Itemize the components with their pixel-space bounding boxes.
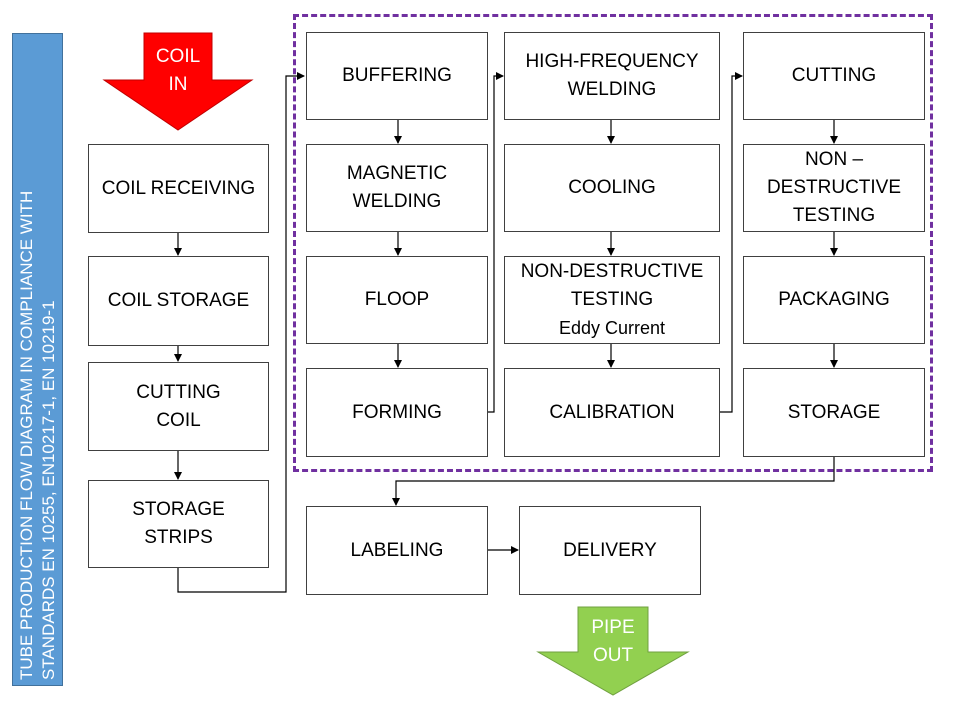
- connector: [488, 72, 504, 413]
- step-ndt-eddy-current: NON-DESTRUCTIVE TESTING Eddy Current: [504, 256, 720, 344]
- connector: [177, 72, 305, 593]
- pipe-out-label: PIPE OUT: [591, 617, 635, 666]
- diagram-title-bar: TUBE PRODUCTION FLOW DIAGRAM IN COMPLIAN…: [12, 33, 63, 686]
- production-line-group: [293, 14, 933, 472]
- step-storage-strips: STORAGE STRIPS: [88, 480, 269, 568]
- step-calibration: CALIBRATION: [504, 368, 720, 457]
- step-magnetic-welding: MAGNETIC WELDING: [306, 144, 488, 232]
- coil-in-label: COIL IN: [155, 46, 201, 95]
- step-label: COIL RECEIVING: [101, 177, 256, 199]
- step-cutting: CUTTING: [743, 32, 925, 120]
- step-label: NON-DESTRUCTIVE TESTING: [520, 261, 704, 310]
- step-hf-welding: HIGH-FREQUENCY WELDING: [504, 32, 720, 120]
- step-label: STORAGE STRIPS: [132, 499, 225, 548]
- step-label: NON – DESTRUCTIVE TESTING: [766, 149, 902, 226]
- step-label: CALIBRATION: [549, 401, 675, 423]
- step-cutting-coil: CUTTING COIL: [88, 362, 269, 451]
- step-label: STORAGE: [787, 401, 881, 423]
- connector: [720, 72, 743, 413]
- step-sublabel: Eddy Current: [558, 318, 666, 338]
- step-label: PACKAGING: [778, 289, 890, 310]
- step-buffering: BUFFERING: [306, 32, 488, 120]
- step-label: CUTTING: [791, 65, 877, 86]
- connector: [392, 457, 835, 506]
- step-delivery: DELIVERY: [519, 506, 701, 595]
- step-coil-receiving: COIL RECEIVING: [88, 144, 269, 233]
- step-label: LABELING: [350, 539, 444, 561]
- step-floop: FLOOP: [306, 256, 488, 344]
- step-packaging: PACKAGING: [743, 256, 925, 344]
- step-label: BUFFERING: [342, 65, 452, 86]
- step-label: COOLING: [568, 177, 656, 198]
- pipe-out-arrow: [536, 606, 690, 696]
- step-storage: STORAGE: [743, 368, 925, 457]
- step-label: DELIVERY: [563, 539, 657, 561]
- step-labeling: LABELING: [306, 506, 488, 595]
- step-label: MAGNETIC WELDING: [346, 163, 448, 212]
- step-forming: FORMING: [306, 368, 488, 457]
- step-label: CUTTING COIL: [136, 381, 221, 431]
- step-label: FORMING: [352, 401, 442, 423]
- step-coil-storage: COIL STORAGE: [88, 256, 269, 346]
- coil-in-arrow: [102, 32, 254, 131]
- step-ndt: NON – DESTRUCTIVE TESTING: [743, 144, 925, 232]
- step-label: FLOOP: [364, 289, 430, 310]
- step-label: HIGH-FREQUENCY WELDING: [525, 51, 699, 100]
- step-cooling: COOLING: [504, 144, 720, 232]
- step-label: COIL STORAGE: [107, 290, 250, 311]
